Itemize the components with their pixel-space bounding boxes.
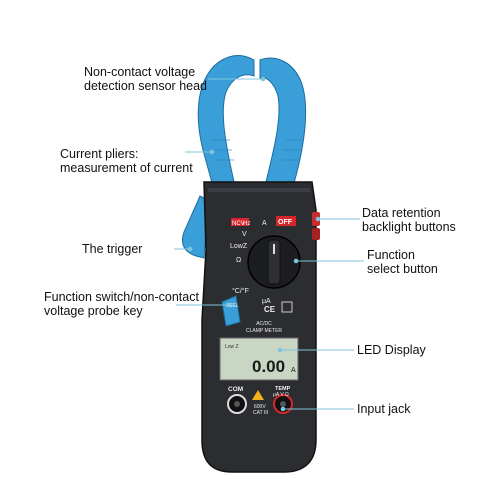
callout-function-select-line-2: select button <box>367 262 438 276</box>
trigger <box>182 195 209 259</box>
lcd-reading: 0.00 <box>252 357 285 376</box>
temp-jack-label: TEMP <box>275 386 291 392</box>
callout-current-pliers: Current pliers: measurement of current <box>60 147 193 175</box>
cat-line-2: CAT III <box>253 410 268 416</box>
callout-current-pliers-line-1: Current pliers: <box>60 147 139 161</box>
off-badge <box>276 216 296 226</box>
clamp-jaw-left <box>197 54 255 191</box>
callout-sensor-head-line-2: detection sensor head <box>84 79 208 93</box>
ohm-label: Ω <box>236 257 241 264</box>
callout-sensor-head: Non-contact voltage detection sensor hea… <box>84 65 207 93</box>
clamp-jaw-right <box>259 57 307 191</box>
com-label: COM <box>228 386 243 393</box>
callout-function-select: Function select button <box>367 248 438 276</box>
backlight-button <box>312 228 320 240</box>
callout-function-key-line-2: voltage probe key <box>44 304 143 318</box>
temp-label: °C/°F <box>232 287 249 295</box>
jack-sub-label: μA V Ω <box>273 392 289 398</box>
callout-function-key-line-1: Function switch/non-contact <box>44 290 199 304</box>
lcd-lowz: Low Z <box>225 344 239 350</box>
callout-data-retention-line-2: backlight buttons <box>362 220 456 234</box>
model-line-1: AC/DC <box>256 321 272 327</box>
ce-mark: CE <box>264 305 276 314</box>
model-line-2: CLAMP METER <box>246 328 282 334</box>
ua-label: μA <box>262 298 271 305</box>
callout-input-jack-line-1: Input jack <box>357 402 411 416</box>
hz-label: Hz <box>243 221 250 227</box>
callout-led-display: LED Display <box>357 343 426 357</box>
lowz-label: LowZ <box>230 243 248 250</box>
callout-data-retention-line-1: Data retention <box>362 206 441 220</box>
sel-label: SEL <box>229 303 239 309</box>
cat-line-1: 600V <box>254 404 266 410</box>
callout-sensor-head-line-1: Non-contact voltage <box>84 65 196 79</box>
meter-body <box>201 181 317 473</box>
callout-function-key: Function switch/non-contact voltage prob… <box>44 290 199 318</box>
lcd-unit: A <box>291 367 296 374</box>
callout-function-select-line-1: Function <box>367 248 415 262</box>
ncv-hz-badge <box>231 218 249 226</box>
callout-data-retention: Data retention backlight buttons <box>362 206 456 234</box>
callout-trigger: The trigger <box>82 242 142 256</box>
off-label: OFF <box>278 219 293 226</box>
callout-input-jack: Input jack <box>357 402 411 416</box>
callout-led-display-line-1: LED Display <box>357 343 426 357</box>
lcd-display <box>219 337 299 381</box>
v-label: V <box>242 231 247 238</box>
ncv-label: NCV <box>232 221 245 227</box>
callout-trigger-line-1: The trigger <box>82 242 143 256</box>
a-label: A <box>262 220 267 227</box>
callout-current-pliers-line-2: measurement of current <box>60 161 193 175</box>
